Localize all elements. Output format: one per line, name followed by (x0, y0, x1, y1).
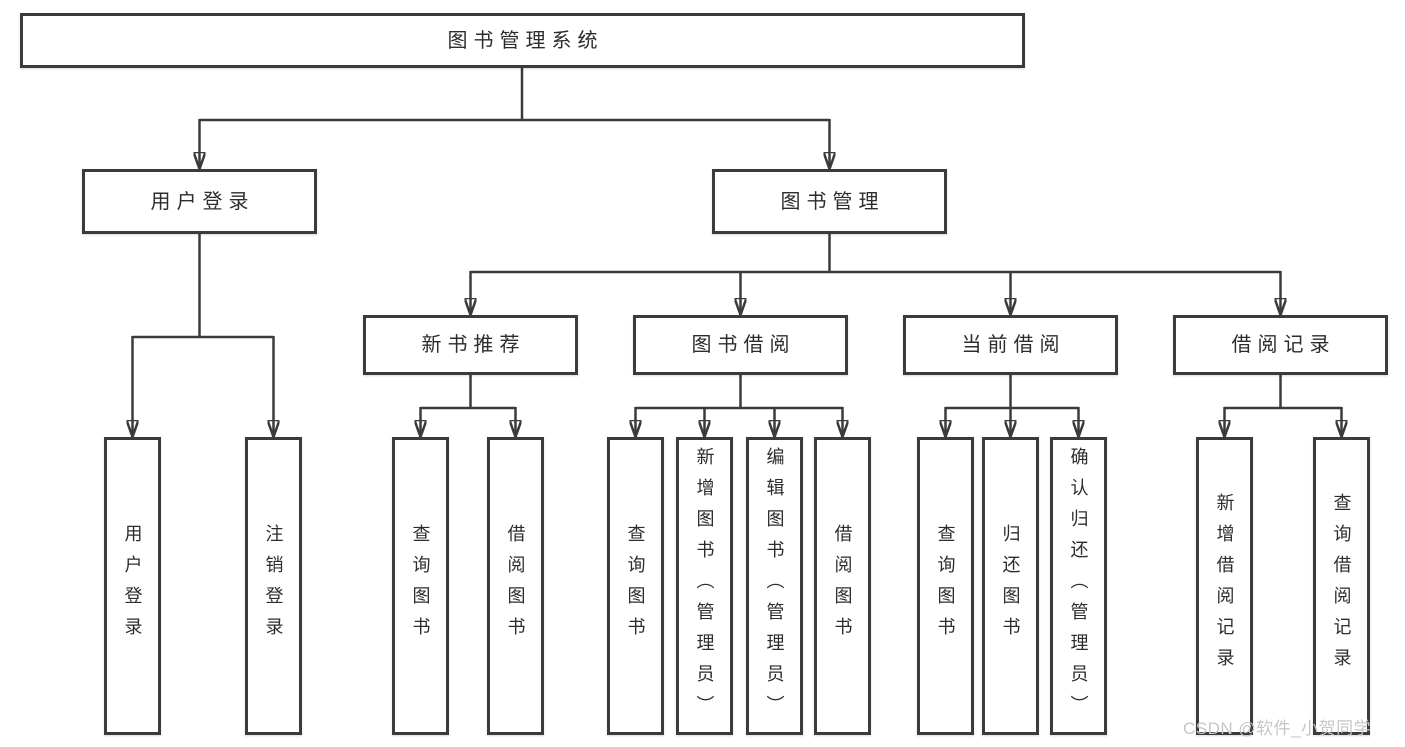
node-label: 图书管理系统 (447, 29, 604, 52)
leaf-logout: 注销登录 (245, 437, 302, 735)
leaf-label: 注销登录 (263, 524, 284, 648)
connector-records-children (1225, 375, 1342, 436)
leaf-label: 用户登录 (122, 524, 143, 648)
leaf-edit-book-admin: 编辑图书（管理员） (746, 437, 803, 735)
leaf-label: 编辑图书（管理员） (764, 446, 785, 726)
leaf-query-book-borrow: 查询图书 (607, 437, 664, 735)
node-book-management: 图书管理 (712, 169, 947, 234)
connector-user-login-children (133, 234, 274, 436)
leaf-label: 确认归还（管理员） (1068, 446, 1089, 726)
node-user-login: 用户登录 (82, 169, 317, 234)
connector-current-children (946, 375, 1079, 436)
leaf-query-book-recommend: 查询图书 (392, 437, 449, 735)
leaf-label: 查询图书 (935, 524, 956, 648)
node-label: 借阅记录 (1231, 334, 1336, 356)
leaf-label: 查询借阅记录 (1331, 493, 1352, 679)
node-current-borrow: 当前借阅 (903, 315, 1118, 375)
leaf-query-borrow-record: 查询借阅记录 (1313, 437, 1370, 735)
leaf-label: 查询图书 (625, 524, 646, 648)
node-new-book-recommend: 新书推荐 (363, 315, 578, 375)
node-label: 图书管理 (780, 190, 885, 213)
csdn-watermark: CSDN @软件_小贺同学 (1183, 719, 1372, 738)
leaf-user-login: 用户登录 (104, 437, 161, 735)
node-library-system: 图书管理系统 (20, 13, 1025, 68)
node-borrow-records: 借阅记录 (1173, 315, 1388, 375)
leaf-label: 新增借阅记录 (1214, 493, 1235, 679)
node-label: 新书推荐 (421, 334, 526, 356)
connector-new-rec-children (421, 375, 516, 436)
leaf-label: 借阅图书 (832, 524, 853, 648)
node-book-borrow: 图书借阅 (633, 315, 848, 375)
node-label: 当前借阅 (961, 334, 1066, 356)
leaf-add-borrow-record: 新增借阅记录 (1196, 437, 1253, 735)
connector-root-to-level1 (200, 68, 830, 168)
leaf-query-book-current: 查询图书 (917, 437, 974, 735)
connector-book-mgmt-children (471, 234, 1281, 314)
leaf-label: 查询图书 (410, 524, 431, 648)
leaf-borrow-book-recommend: 借阅图书 (487, 437, 544, 735)
node-label: 用户登录 (150, 190, 255, 213)
leaf-add-book-admin: 新增图书（管理员） (676, 437, 733, 735)
leaf-borrow-book: 借阅图书 (814, 437, 871, 735)
leaf-return-book: 归还图书 (982, 437, 1039, 735)
node-label: 图书借阅 (691, 334, 796, 356)
connector-borrow-children (636, 375, 843, 436)
leaf-label: 新增图书（管理员） (694, 446, 715, 726)
leaf-label: 归还图书 (1000, 524, 1021, 648)
leaf-confirm-return-admin: 确认归还（管理员） (1050, 437, 1107, 735)
leaf-label: 借阅图书 (505, 524, 526, 648)
